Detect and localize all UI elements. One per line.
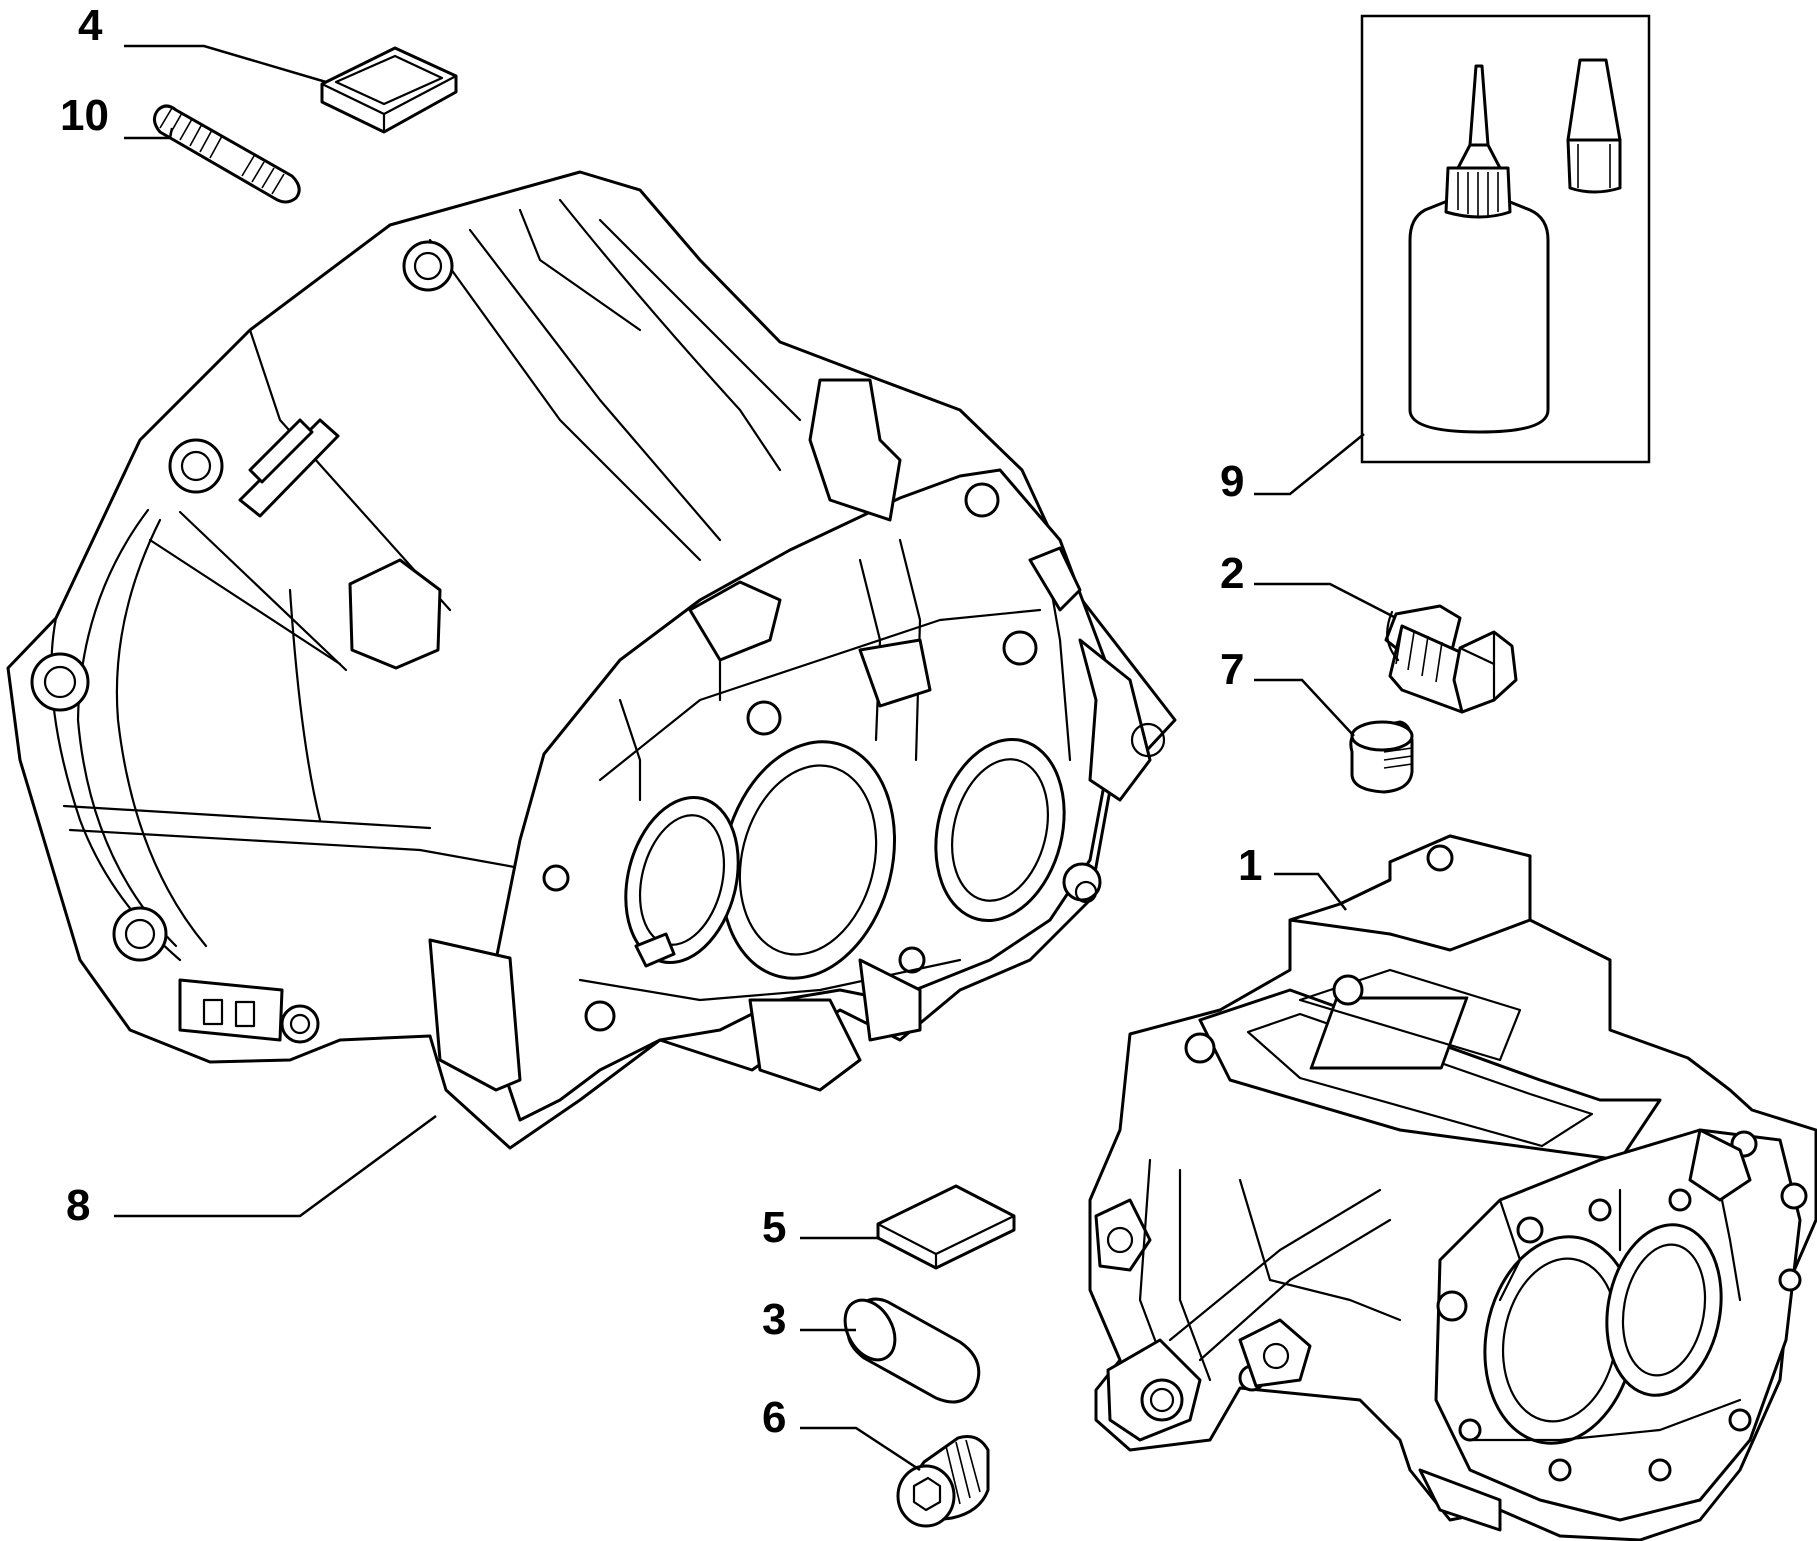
- leader-8: [114, 1114, 437, 1218]
- leader-lines: [114, 44, 1397, 1472]
- callout-7: 7: [1220, 645, 1244, 694]
- callout-1: 1: [1238, 841, 1262, 890]
- sealant-bottle-icon: [1408, 198, 1550, 434]
- callout-9: 9: [1220, 457, 1244, 506]
- callout-5: 5: [762, 1203, 786, 1252]
- part-dowel-sleeve[interactable]: [835, 1291, 981, 1404]
- callout-labels: 4 10 9 2 7 1 8 5 3 6: [60, 1, 1262, 1442]
- part-threaded-plug-small[interactable]: [1349, 720, 1414, 794]
- part-threaded-plug[interactable]: [896, 1435, 990, 1528]
- callout-2: 2: [1220, 549, 1244, 598]
- callout-8: 8: [66, 1181, 90, 1230]
- leader-4: [124, 44, 327, 84]
- part-clutch-housing[interactable]: [6, 170, 1177, 1150]
- callout-3: 3: [762, 1295, 786, 1344]
- part-rubber-cap[interactable]: [320, 46, 458, 134]
- leader-2: [1254, 582, 1397, 620]
- leader-1: [1274, 872, 1347, 911]
- part-square-pad[interactable]: [876, 1184, 1016, 1270]
- part-stud-bolt[interactable]: [153, 104, 301, 204]
- part-transmission-case[interactable]: [1088, 834, 1817, 1541]
- leader-6: [800, 1426, 921, 1472]
- leader-10: [124, 127, 174, 140]
- rubber-cap-icon: [320, 46, 458, 134]
- callout-4: 4: [78, 1, 103, 50]
- leader-9: [1254, 433, 1365, 496]
- callout-6: 6: [762, 1393, 786, 1442]
- part-sealant-kit[interactable]: [1360, 14, 1651, 464]
- part-hex-bolt[interactable]: [1384, 604, 1518, 714]
- stud-bolt-icon: [153, 104, 301, 204]
- callout-10: 10: [60, 91, 109, 140]
- leader-7: [1254, 678, 1355, 737]
